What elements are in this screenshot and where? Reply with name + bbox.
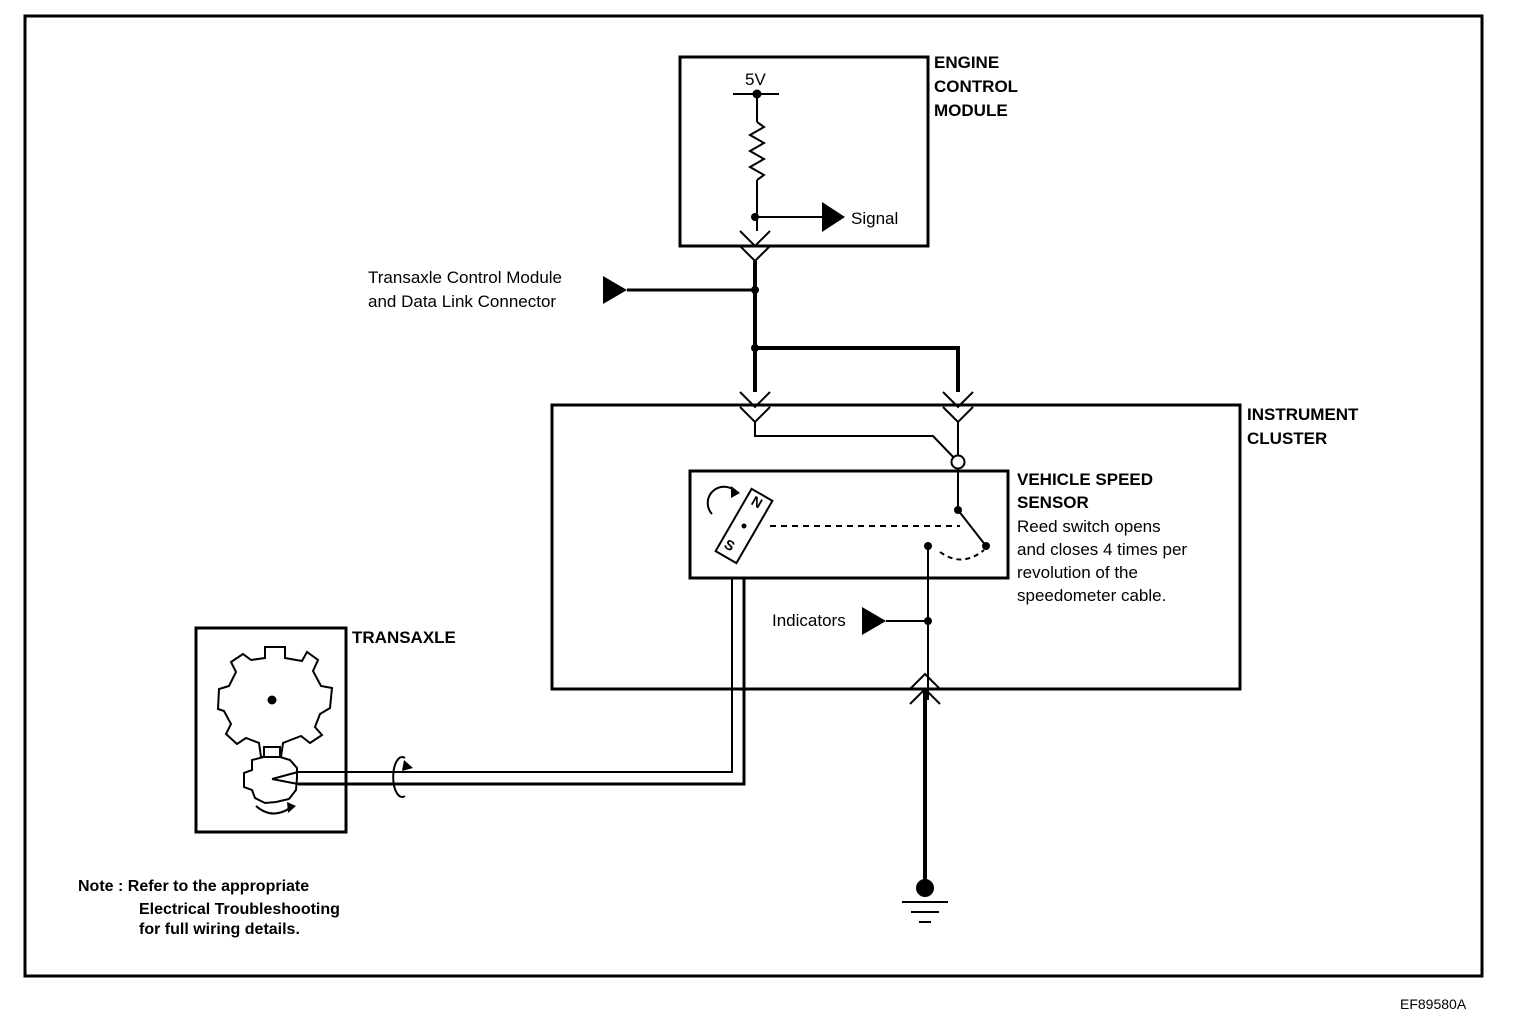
diagram-border [23, 14, 1484, 978]
tcm-label-line2: and Data Link Connector [368, 292, 557, 311]
cluster-label-line2: CLUSTER [1247, 429, 1328, 448]
engine-control-module [678, 55, 930, 248]
tcm-label-line1: Transaxle Control Module [368, 268, 563, 287]
ecm-label-line1: ENGINE [934, 53, 1000, 72]
rotation-arrow-icon [706, 485, 737, 515]
small-gear-icon [243, 746, 298, 805]
ecm-terminal-connector [739, 245, 771, 263]
speedometer-cable [298, 578, 733, 773]
figure-id: EF89580A [1400, 996, 1467, 1012]
vss-desc-line4: speedometer cable. [1017, 586, 1167, 605]
transaxle-box [194, 626, 348, 834]
magnet-icon [714, 487, 774, 565]
pull-up-resistor-symbol [747, 121, 767, 181]
vss-title-line1: VEHICLE SPEED [1017, 470, 1154, 489]
ground-node [916, 879, 934, 897]
cluster-box [550, 403, 1242, 691]
transaxle [194, 626, 348, 834]
ecm-voltage-label: 5V [745, 70, 766, 89]
ground-connector-1 [909, 672, 941, 690]
vss-desc-line1: Reed switch opens [1017, 517, 1161, 536]
instrument-cluster [550, 391, 1242, 691]
magnetic-field-arc [939, 549, 985, 561]
signal-label: Signal [851, 209, 899, 228]
indicators-arrow-icon [862, 607, 886, 635]
cluster-junction-node [950, 454, 966, 470]
note-line2: Electrical Troubleshooting [139, 901, 340, 918]
vehicle-speed-sensor [688, 469, 1010, 700]
cluster-label-line1: INSTRUMENT [1247, 405, 1359, 424]
note-line3: for full wiring details. [139, 921, 300, 938]
ecm-box [678, 55, 930, 248]
ecm-label-line2: CONTROL [934, 77, 1019, 96]
tcm-arrow-icon [603, 276, 627, 304]
gear-rotation-arrow-icon [255, 805, 291, 815]
indicators-label: Indicators [772, 611, 846, 630]
cluster-branch-wire [755, 346, 960, 392]
note-line1: Note : Refer to the appropriate [78, 878, 310, 895]
cable-rotation-arrow-icon [392, 756, 406, 798]
vss-desc-line3: revolution of the [1017, 563, 1138, 582]
ground-icon [902, 901, 948, 923]
vss-box [688, 469, 1010, 580]
transaxle-label: TRANSAXLE [352, 628, 456, 647]
ecm-label-line3: MODULE [934, 101, 1008, 120]
reed-switch-contact [957, 509, 987, 547]
signal-arrow-icon [822, 202, 845, 232]
cluster-connector-1 [739, 391, 771, 409]
cluster-connector-2 [942, 391, 974, 409]
ecm-connector-symbol [739, 230, 771, 248]
vss-title-line2: SENSOR [1017, 493, 1089, 512]
vss-desc-line2: and closes 4 times per [1017, 540, 1188, 559]
